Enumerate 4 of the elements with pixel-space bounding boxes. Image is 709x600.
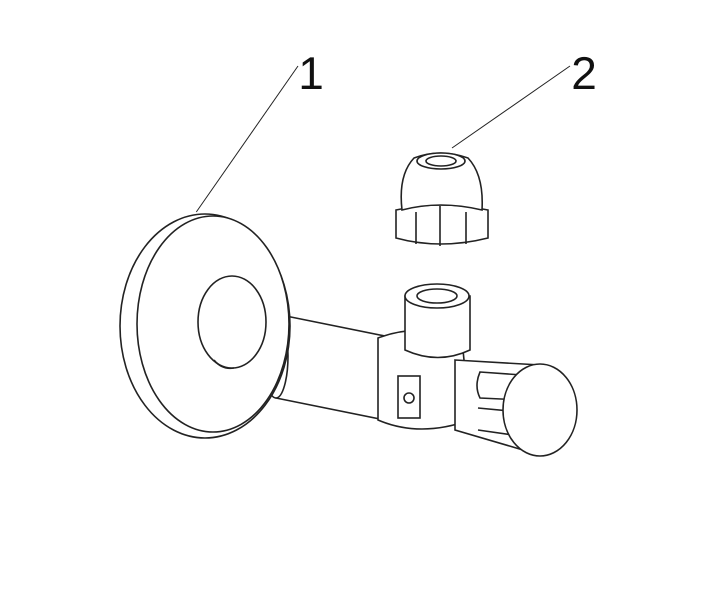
leader-line [452,66,570,148]
leader-line [196,66,298,212]
callout-number: 2 [571,50,597,96]
callout-number: 1 [298,50,324,96]
